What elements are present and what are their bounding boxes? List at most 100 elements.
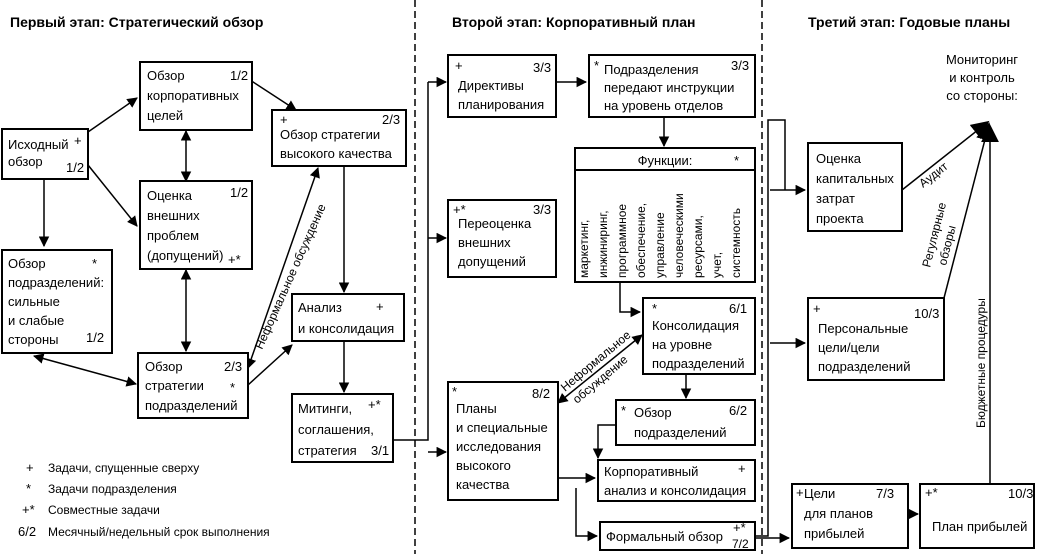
box-text: Консолидация	[652, 318, 739, 333]
box-text: Обзор	[634, 405, 672, 420]
edge-divstrat-analysis	[247, 344, 293, 386]
legend-symbol: +*	[22, 502, 35, 517]
function-item: программное	[615, 204, 629, 278]
box-text: внешних	[458, 235, 511, 250]
monitoring-line: и контроль	[949, 70, 1015, 85]
mark: +*	[228, 252, 241, 267]
box-text: подразделений	[634, 425, 726, 440]
mark: +	[738, 461, 746, 476]
box-functions: Функции: * маркетинг,инжиниринг,программ…	[574, 147, 756, 283]
box-personal-goals: + 10/3 Персональные цели/цели подразделе…	[807, 297, 945, 381]
edge-initial-ext	[87, 164, 138, 227]
function-item: маркетинг,	[577, 220, 591, 278]
code: 3/3	[731, 58, 749, 73]
code: 2/3	[224, 359, 242, 374]
legend-text: Задачи подразделения	[48, 482, 177, 496]
box-text: Планы	[456, 401, 497, 416]
box-division-strategy: Обзор стратегии подразделений 2/3 *	[137, 352, 249, 419]
box-text: (допущений)	[147, 248, 224, 263]
edge-stage1-to-stage2	[393, 82, 429, 441]
box-text: подразделений	[652, 356, 744, 371]
monitoring-line: Мониторинг	[946, 52, 1018, 67]
box-text: Оценка	[147, 188, 193, 203]
mark: +	[813, 301, 821, 316]
box-text: Обзор	[147, 68, 185, 83]
mark: +	[280, 112, 288, 127]
mark: +*	[925, 485, 938, 500]
box-text: Корпоративный	[604, 464, 698, 479]
box-text: передают инструкции	[604, 80, 734, 95]
box-text: соглашения,	[298, 422, 374, 437]
function-item: обеспечение,	[634, 203, 648, 278]
stage3-header: Третий этап: Годовые планы	[808, 14, 1010, 30]
legend-text: Месячный/недельный срок выполнения	[48, 525, 270, 539]
box-text: Обзор стратегии	[280, 127, 380, 142]
box-text: сильные	[8, 294, 60, 309]
legend-symbol: +	[26, 460, 34, 475]
box-text: Цели	[804, 486, 835, 501]
box-text: корпоративных	[147, 88, 239, 103]
box-text: Митинги,	[298, 401, 352, 416]
edge-divstrat-hq-informal	[246, 167, 320, 369]
legend-text: Задачи, спущенные сверху	[48, 461, 199, 475]
box-text: Оценка	[816, 151, 862, 166]
box-directives: + 3/3 Директивы планирования	[447, 54, 557, 118]
mark: +*	[368, 397, 381, 412]
box-text: Подразделения	[604, 62, 699, 77]
edge-corp-hq	[249, 79, 297, 111]
mark: *	[652, 301, 657, 316]
box-text: Персональные	[818, 321, 908, 336]
box-text: Обзор	[145, 359, 183, 374]
box-text: План прибылей	[932, 519, 1027, 534]
box-corp-goals: Обзор корпоративных целей 1/2	[139, 61, 253, 131]
edge-divreview-divstrat	[32, 353, 138, 387]
box-text: Переоценка	[458, 216, 532, 231]
stage2-header: Второй этап: Корпоративный план	[452, 14, 696, 30]
box-text: затрат	[816, 191, 855, 206]
function-item: ресурсами,	[691, 215, 705, 278]
mark: +	[74, 133, 82, 148]
code: 10/3	[1008, 486, 1033, 501]
mark: +*	[453, 202, 466, 217]
box-division-review: Обзор подразделений: сильные и слабые ст…	[1, 249, 113, 354]
edge-corpanalysis-formal	[575, 488, 599, 542]
box-text: стороны	[8, 332, 59, 347]
box-text: подразделений:	[8, 275, 104, 290]
box-reassess: +* 3/3 Переоценка внешних допущений	[447, 199, 557, 278]
mark: *	[734, 153, 739, 168]
box-text: прибылей	[804, 526, 864, 541]
edge-capex-monitor	[901, 120, 990, 191]
box-text: стратегии	[145, 378, 204, 393]
legend: + Задачи, спущенные сверху * Задачи подр…	[18, 460, 270, 539]
code: 6/1	[729, 301, 747, 316]
box-text: внешних	[147, 208, 200, 223]
edge-functions-consolidation	[619, 282, 642, 318]
box-division-overview: * Обзор подразделений 6/2	[615, 399, 756, 446]
box-text: капитальных	[816, 171, 894, 186]
box-text: обзор	[8, 154, 43, 169]
box-text: Директивы	[458, 78, 524, 93]
box-text: проекта	[816, 211, 864, 226]
box-text: и специальные	[456, 420, 548, 435]
box-text: Исходный	[8, 137, 69, 152]
box-profit-plan: +* 10/3 План прибылей	[919, 483, 1035, 549]
box-text: и слабые	[8, 313, 64, 328]
box-capex: Оценка капитальных затрат проекта	[807, 142, 903, 232]
legend-symbol: *	[26, 481, 31, 496]
stage1-header: Первый этап: Стратегический обзор	[10, 14, 263, 30]
functions-title: Функции:	[638, 153, 693, 168]
code: 2/3	[382, 112, 400, 127]
mark: *	[452, 384, 457, 399]
box-text: исследования	[456, 439, 541, 454]
code: 3/3	[533, 202, 551, 217]
box-text: на уровень отделов	[604, 98, 723, 113]
box-text: проблем	[147, 228, 199, 243]
box-ext-problems: Оценка внешних проблем (допущений) 1/2 +…	[139, 180, 253, 270]
monitoring-text: Мониторинг и контроль со стороны:	[946, 52, 1018, 103]
mark: *	[92, 256, 97, 271]
box-text: на уровне	[652, 337, 712, 352]
mark: +	[455, 58, 463, 73]
box-text: целей	[147, 108, 183, 123]
code: 6/2	[729, 403, 747, 418]
